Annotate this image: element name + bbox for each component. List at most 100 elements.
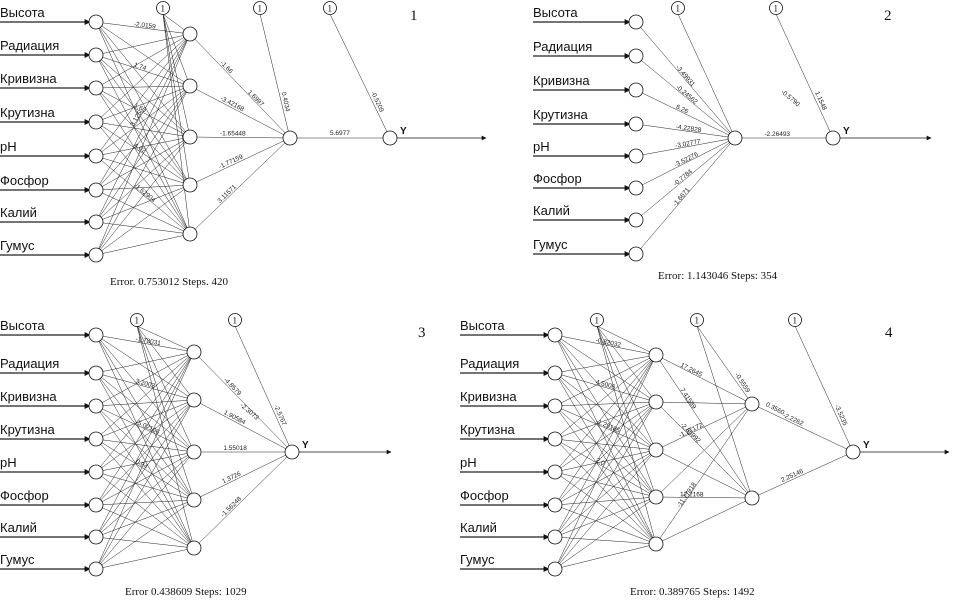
input-hidden-edge: [554, 401, 657, 538]
input-label: Кривизна: [0, 389, 57, 404]
weight-label: -1.65448: [220, 130, 246, 137]
input-node: [547, 529, 563, 545]
input-hidden-edge: [95, 372, 195, 401]
weight-label: -0.7784: [672, 168, 694, 188]
weight-label: -1.77159: [218, 153, 245, 170]
weight-label: 1.74: [133, 62, 148, 73]
input-hidden-edge: [95, 221, 191, 235]
input-label: Гумус: [0, 238, 35, 253]
input-hidden-edge: [95, 184, 191, 256]
input-hidden-edge: [95, 233, 191, 256]
bias-node-label: 1: [135, 316, 140, 326]
hidden-hidden-edge: [655, 354, 753, 499]
input-node: [628, 14, 644, 30]
weight-label: 5.6977: [330, 130, 350, 137]
input-hidden-edge: [554, 504, 657, 545]
input-hidden-edge: [95, 85, 191, 123]
input-node: [628, 48, 644, 64]
weight-label: 17.2645: [679, 362, 703, 379]
network-panel-2: 2ВысотаРадиацияКривизнаКрутизнарНФосфорК…: [533, 1, 932, 282]
input-hidden-edge: [554, 401, 657, 570]
weight-label: 7.41589: [678, 387, 697, 411]
input-hidden-edge: [95, 351, 195, 506]
input-label: рН: [533, 139, 550, 154]
input-hidden-edge: [95, 351, 195, 440]
input-hidden-edge: [95, 21, 191, 35]
input-hidden-edge: [554, 334, 657, 498]
input-node: [88, 327, 104, 343]
input-hidden-edge: [95, 136, 191, 157]
input-hidden-edge: [635, 137, 736, 255]
input-label: Радиация: [0, 38, 59, 53]
bias-node: [788, 313, 802, 327]
input-label: Кривизна: [0, 71, 57, 86]
input-hidden-edge: [554, 372, 657, 545]
input-hidden-edge: [95, 547, 195, 570]
input-hidden-edge: [635, 137, 736, 157]
input-node: [628, 148, 644, 164]
input-node: [88, 497, 104, 513]
input-hidden-edge: [95, 471, 195, 549]
input-hidden-edge: [554, 372, 657, 403]
bias-node: [130, 313, 144, 327]
hidden-node: [186, 492, 202, 508]
input-hidden-edge: [554, 334, 657, 356]
input-label: Кривизна: [533, 73, 590, 88]
output-node: [382, 130, 398, 146]
input-hidden-edge: [95, 54, 191, 138]
weight-label: 1.3726: [221, 470, 242, 485]
weight-label: 3.2003: [135, 378, 156, 390]
input-hidden-edge: [95, 399, 195, 506]
input-label: Фосфор: [0, 488, 49, 503]
input-hidden-edge: [95, 136, 191, 223]
input-node: [88, 47, 104, 63]
output-label: Y: [400, 126, 407, 137]
input-hidden-edge: [95, 499, 195, 570]
input-hidden-edge: [554, 471, 657, 545]
input-hidden-edge: [95, 121, 191, 138]
input-node: [88, 365, 104, 381]
input-node: [88, 247, 104, 263]
input-hidden-edge: [554, 334, 657, 545]
input-hidden-edge: [95, 499, 195, 538]
input-hidden-edge: [554, 354, 657, 440]
bias-edge: [136, 325, 195, 549]
input-label: Высота: [460, 318, 505, 333]
input-hidden-edge: [95, 334, 195, 549]
bias-edge: [596, 325, 657, 451]
input-node: [547, 497, 563, 513]
input-hidden-edge: [95, 136, 191, 256]
hidden-node: [648, 347, 664, 363]
hidden-hidden-edge: [655, 497, 753, 545]
input-hidden-edge: [95, 351, 195, 374]
input-label: Калий: [533, 203, 570, 218]
input-hidden-edge: [635, 21, 736, 139]
input-node: [628, 180, 644, 196]
input-hidden-edge: [554, 449, 657, 473]
weight-label: -1.66: [219, 60, 235, 76]
bias-edge: [162, 13, 191, 138]
input-node: [88, 148, 104, 164]
input-hidden-edge: [95, 451, 195, 570]
input-label: Фосфор: [0, 173, 49, 188]
input-node: [88, 114, 104, 130]
bias-node-label: 1: [695, 316, 700, 326]
input-hidden-edge: [554, 354, 657, 407]
hidden-output-edge: [193, 351, 293, 453]
hidden-node: [186, 344, 202, 360]
bias-node-label: 1: [161, 4, 166, 14]
input-node: [88, 398, 104, 414]
input-hidden-edge: [95, 438, 195, 549]
input-hidden-edge: [95, 189, 191, 235]
input-hidden-edge: [95, 351, 195, 407]
bias-node: [590, 313, 604, 327]
weight-label: 2.0: [594, 457, 606, 468]
hidden-node-layer2: [744, 396, 760, 412]
weight-label: 6.26: [675, 104, 690, 116]
weight-label: 3.11571: [217, 183, 239, 204]
error-caption: Error: 0.389765 Steps: 1492: [630, 586, 755, 598]
bias-node-label: 1: [328, 4, 333, 14]
hidden-output-edge: [193, 451, 293, 501]
output-label: Y: [863, 440, 870, 451]
input-hidden-edge: [95, 21, 191, 186]
